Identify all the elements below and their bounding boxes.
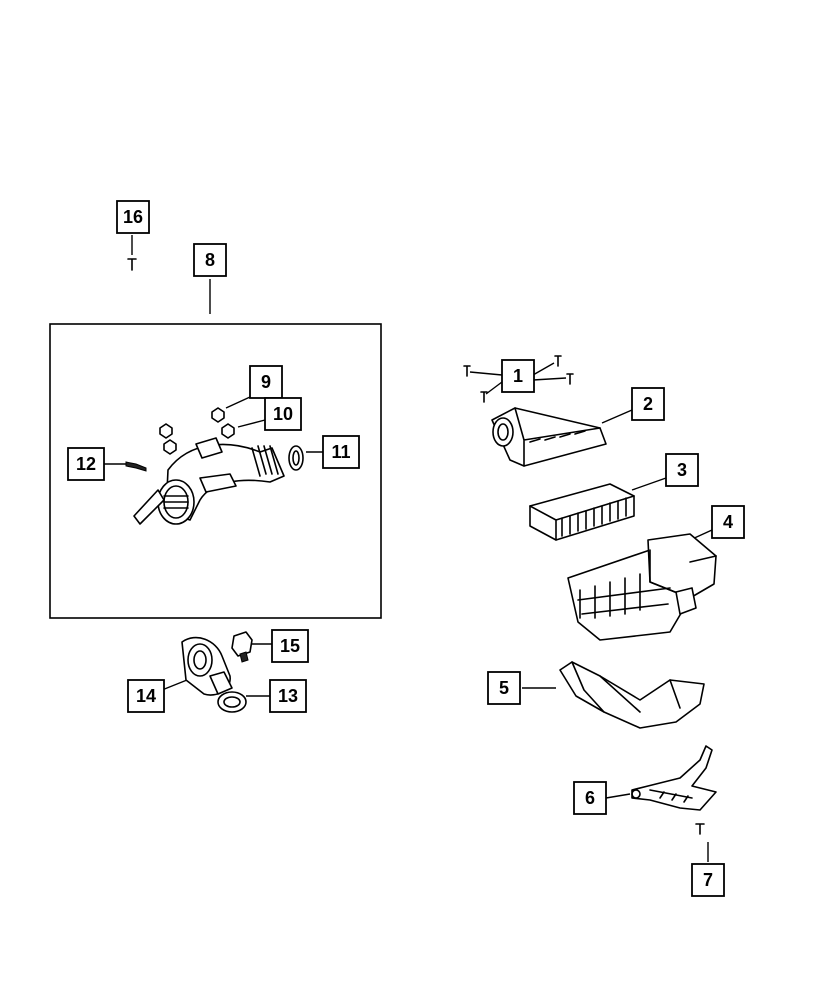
callout-13-label: 13: [278, 686, 298, 706]
callout-3-label: 3: [677, 460, 687, 480]
callout-4-label: 4: [723, 512, 733, 532]
callout-4: 4: [711, 505, 745, 539]
callout-7-label: 7: [703, 870, 713, 890]
assembly-frame-8: [49, 323, 382, 619]
screws-1: [463, 355, 574, 403]
callout-5: 5: [487, 671, 521, 705]
callout-16: 16: [116, 200, 150, 234]
callout-6-label: 6: [585, 788, 595, 808]
callout-9: 9: [249, 365, 283, 399]
clamp-13: [217, 691, 270, 713]
callout-10-label: 10: [273, 404, 293, 424]
air-cleaner-housing-4: [567, 529, 717, 641]
callout-labels: 16 8 9 10 11 12 15 14: [67, 200, 745, 897]
callout-15: 15: [271, 629, 309, 663]
callout-8: 8: [193, 243, 227, 277]
air-inlet-hose: [133, 423, 285, 525]
callout-7: 7: [691, 863, 725, 897]
callout-13: 13: [269, 679, 307, 713]
callout-2: 2: [631, 387, 665, 421]
screw-16: [127, 235, 137, 271]
callout-8-label: 8: [205, 250, 215, 270]
callout-16-label: 16: [123, 207, 143, 227]
sensor-15: [231, 631, 272, 663]
callout-14: 14: [127, 679, 165, 713]
callout-11: 11: [322, 435, 360, 469]
air-cleaner-cover-2: [491, 407, 633, 467]
callout-9-label: 9: [261, 372, 271, 392]
callout-14-label: 14: [136, 686, 156, 706]
nut-10: [221, 419, 266, 439]
throttle-body-14: [161, 636, 233, 696]
callout-2-label: 2: [643, 394, 653, 414]
clamp-11: [288, 445, 323, 471]
nut-9: [211, 396, 251, 423]
callout-1: 1: [501, 359, 535, 393]
bracket-6: [605, 745, 717, 811]
callout-3: 3: [665, 453, 699, 487]
callout-1-label: 1: [513, 366, 523, 386]
screw-7: [695, 823, 709, 862]
callout-11-label: 11: [331, 442, 350, 462]
screw-12: [104, 461, 147, 472]
callout-5-label: 5: [499, 678, 509, 698]
callout-12-label: 12: [76, 454, 96, 474]
callout-12: 12: [67, 447, 105, 481]
air-filter-3: [529, 477, 667, 541]
callout-6: 6: [573, 781, 607, 815]
callout-15-label: 15: [280, 636, 300, 656]
callout-10: 10: [264, 397, 302, 431]
duct-5: [522, 661, 705, 729]
